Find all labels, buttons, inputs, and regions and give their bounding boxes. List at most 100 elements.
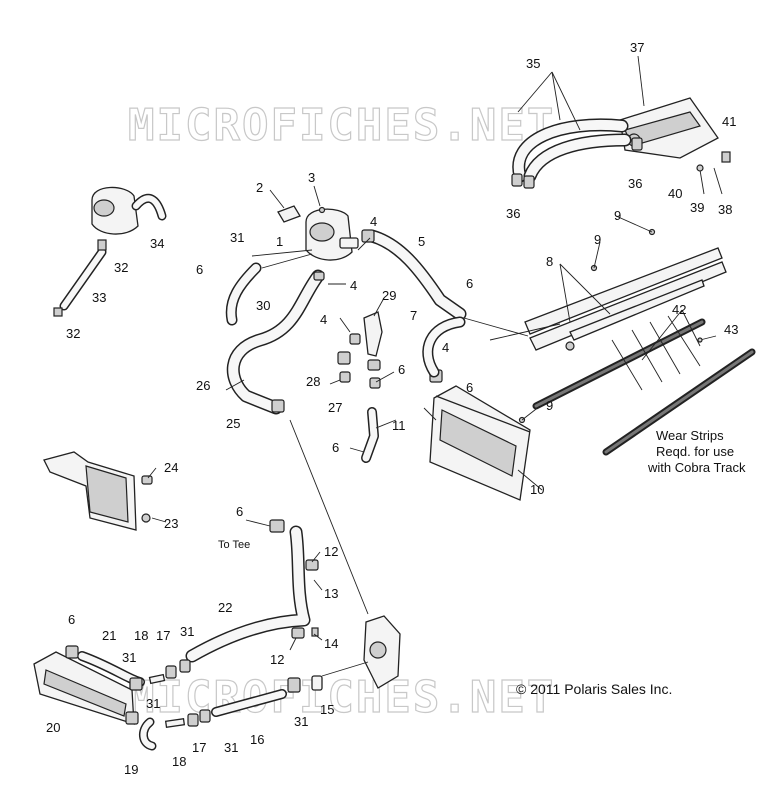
leader-lines [147,55,701,677]
callout-6g: 6 [68,612,75,627]
callout-9b: 9 [594,232,601,247]
copyright-text: © 2011 Polaris Sales Inc. [516,681,672,697]
callout-37: 37 [630,40,644,55]
part-10-heat-exchanger [429,385,531,501]
part-34-hose [131,193,167,221]
side-exchanger [43,451,137,531]
callout-28: 28 [306,374,320,389]
callout-13: 13 [324,586,338,601]
callout-17b: 17 [192,740,206,755]
part-11-hose [361,407,379,463]
callout-34: 34 [150,236,164,251]
callout-5: 5 [418,234,425,249]
part-7-hose [422,316,466,378]
callout-31b: 31 [122,650,136,665]
callout-31c: 31 [180,624,194,639]
callout-10: 10 [530,482,544,497]
part-3-screw [318,206,326,214]
part-16-hose [211,689,287,717]
part-42-wear-strips [532,315,756,456]
parts-15-31-fittings [287,675,323,693]
callout-8: 8 [546,254,553,269]
callout-18a: 18 [134,628,148,643]
callout-27: 27 [328,400,342,415]
bottom-clamps [269,519,319,639]
callout-16: 16 [250,732,264,747]
callout-24: 24 [164,460,178,475]
callout-32a: 32 [114,260,128,275]
callout-41: 41 [722,114,736,129]
part-23-nut [141,513,151,523]
callout-3: 3 [308,170,315,185]
part-8-rails [524,247,727,351]
wear-strip-note: Wear Strips Reqd. for use with Cobra Tra… [647,428,746,475]
callout-31a: 31 [230,230,244,245]
part-2-cap [277,205,301,223]
callout-31e: 31 [224,740,238,755]
callout-19: 19 [124,762,138,777]
part-24-fitting [141,475,153,485]
part-5-hose [365,229,467,321]
part-33-tube [59,247,107,311]
wear-note-line-2: Reqd. for use [656,444,734,459]
callout-15: 15 [320,702,334,717]
part-1-coolant-tank [305,208,359,261]
callout-9c: 9 [546,398,553,413]
callout-4b: 4 [350,278,357,293]
callout-4d: 4 [442,340,449,355]
callout-6d: 6 [466,380,473,395]
callout-22: 22 [218,600,232,615]
callout-14: 14 [324,636,338,651]
parts-38-41-bolts [696,151,731,195]
part-32-clamps [53,239,107,317]
callout-21: 21 [102,628,116,643]
callout-26: 26 [196,378,210,393]
overflow-tank [91,186,139,235]
callout-30: 30 [256,298,270,313]
callout-1: 1 [276,234,283,249]
callout-36b: 36 [628,176,642,191]
callout-7: 7 [410,308,417,323]
callout-20: 20 [46,720,60,735]
parts-27-28-fittings [337,351,381,389]
callout-12b: 12 [270,652,284,667]
callout-36a: 36 [506,206,520,221]
callout-11: 11 [392,418,406,433]
callout-25: 25 [226,416,240,431]
part-25-clamp [271,399,285,413]
part-29-fitting [363,311,383,357]
callout-40: 40 [668,186,682,201]
part-20-exchanger [33,651,135,725]
part-36-clamps [511,137,643,189]
part-43-screw [697,335,717,343]
fittings-row-upper [65,645,191,691]
callout-39: 39 [690,200,704,215]
callout-38: 38 [718,202,732,217]
callout-42: 42 [672,302,686,317]
callout-4c: 4 [320,312,327,327]
callout-17a: 17 [156,628,170,643]
part-30-hose [225,262,262,326]
wear-note-line-3: with Cobra Track [647,460,746,475]
callout-9a: 9 [614,208,621,223]
callout-6a: 6 [196,262,203,277]
callout-6e: 6 [332,440,339,455]
callout-29: 29 [382,288,396,303]
callout-12a: 12 [324,544,338,559]
wear-note-line-1: Wear Strips [656,428,724,443]
callout-6f: 6 [236,504,243,519]
callout-23: 23 [164,516,178,531]
callout-2: 2 [256,180,263,195]
water-pump [363,615,401,689]
fittings-row-lower [125,709,211,751]
callout-35: 35 [526,56,540,71]
watermark-top: MICROFICHES.NET [128,100,555,151]
to-tee-label: To Tee [218,539,250,551]
callout-31d: 31 [146,696,160,711]
callout-32b: 32 [66,326,80,341]
callout-43: 43 [724,322,738,337]
watermark-bottom: MICROFICHES.NET [128,672,555,723]
callout-4a: 4 [370,214,377,229]
part-35-hoses [512,118,632,183]
